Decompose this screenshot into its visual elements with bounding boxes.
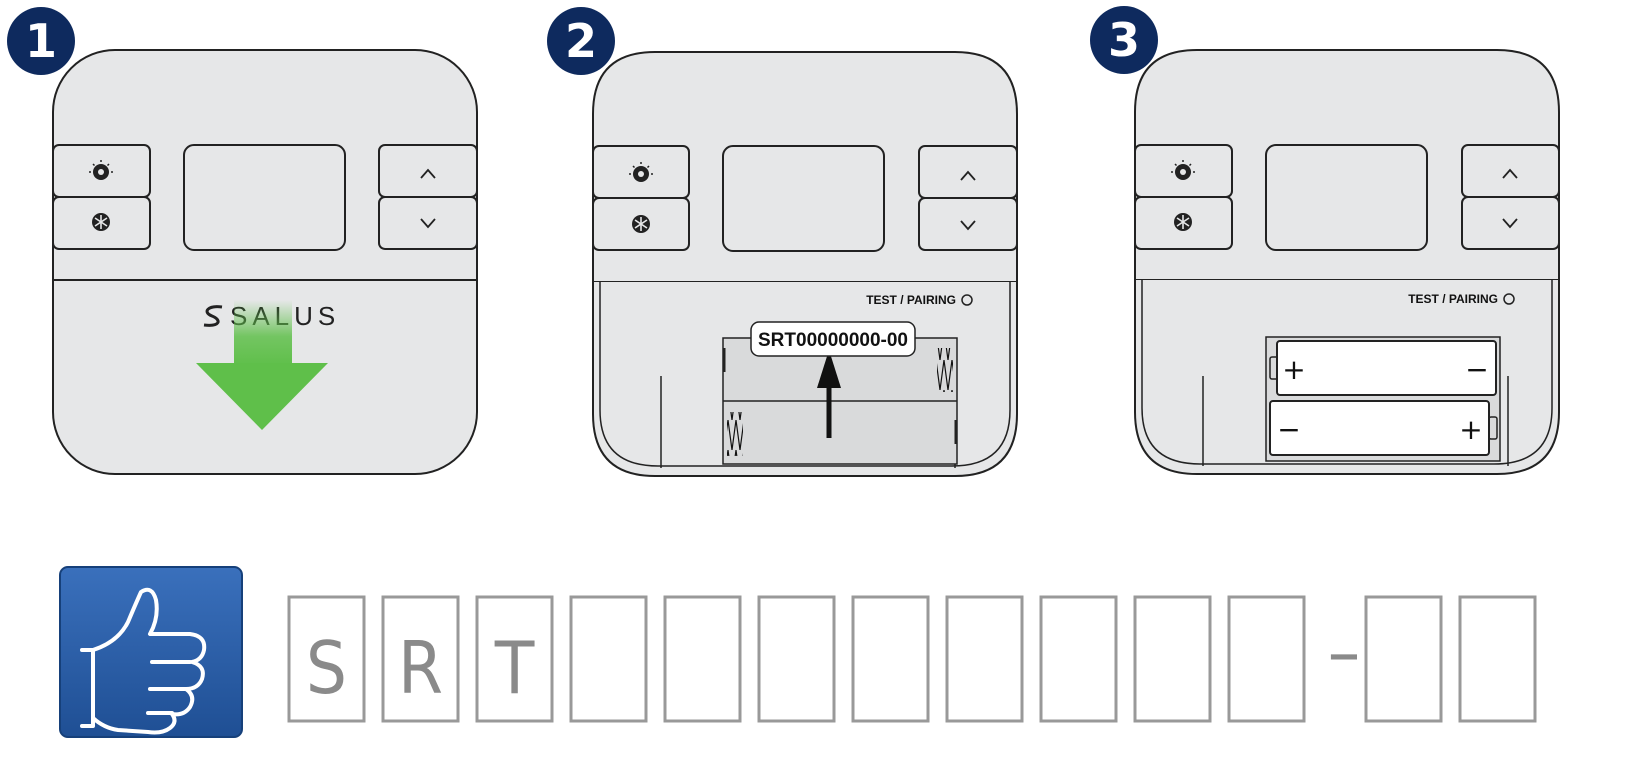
pairing-led-icon: [961, 294, 973, 306]
test-pairing-label: TEST / PAIRING: [866, 293, 956, 307]
down-button: [378, 196, 478, 250]
code-box: [1364, 595, 1443, 723]
chevron-up-icon: [960, 170, 976, 181]
snowflake-icon: [1174, 213, 1192, 231]
step-2-panel: TEST / PAIRING SRT00000000-00 2: [547, 7, 1018, 477]
code-box: [851, 595, 930, 723]
thumbs-up-badge: [59, 566, 243, 738]
spring-contact: [727, 412, 743, 456]
step-3-panel: TEST / PAIRING + − − + 3: [1090, 6, 1560, 475]
inner-base-rim: [599, 282, 1011, 467]
code-box: [1039, 595, 1118, 723]
display-screen: [1265, 144, 1428, 251]
pairing-led-icon: [1503, 293, 1515, 305]
step-1-panel: SALUS 1: [7, 7, 478, 475]
battery-top: + −: [1269, 340, 1497, 396]
code-box: [1458, 595, 1537, 723]
code-box: [757, 595, 836, 723]
code-separator: –: [1328, 610, 1360, 694]
code-box: S: [287, 595, 366, 723]
battery-bottom: − +: [1269, 400, 1498, 456]
code-box-char: T: [494, 626, 535, 710]
battery-compartment: [722, 337, 958, 465]
display-screen: [183, 144, 346, 251]
thumbs-up-icon: [80, 587, 207, 735]
code-box: [569, 595, 648, 723]
chevron-up-icon: [1502, 168, 1518, 179]
code-box: R: [381, 595, 460, 723]
thermostat-body: [52, 49, 478, 475]
chevron-down-icon: [1502, 218, 1518, 229]
plus-icon: +: [1459, 413, 1482, 446]
code-box: [1133, 595, 1212, 723]
code-box-char: S: [306, 626, 347, 710]
battery-compartment: + − − +: [1265, 336, 1501, 462]
step-number: 3: [1108, 13, 1140, 67]
snowflake-icon: [632, 215, 650, 233]
code-box: [945, 595, 1024, 723]
inner-base-rim: [1141, 280, 1553, 465]
code-box: [1227, 595, 1306, 723]
step-number: 2: [565, 14, 597, 68]
serial-label: SRT00000000-00: [758, 330, 908, 351]
serial-label-box: [750, 321, 916, 357]
light-bulb-icon: [629, 162, 653, 182]
snowflake-icon: [92, 213, 110, 231]
code-box: [663, 595, 742, 723]
slide-up-arrow: [817, 350, 841, 438]
step-badge: [7, 7, 75, 75]
light-bulb-icon: [89, 160, 113, 180]
step-badge: [1090, 6, 1158, 74]
light-bulb-icon: [1171, 160, 1195, 180]
minus-icon: −: [1465, 353, 1488, 386]
code-box: T: [475, 595, 554, 723]
step-number: 1: [25, 14, 57, 68]
code-box-char: R: [398, 626, 443, 710]
display-screen: [722, 145, 885, 252]
plus-icon: +: [1282, 353, 1305, 386]
chevron-down-icon: [420, 218, 436, 229]
chevron-down-icon: [960, 220, 976, 231]
down-button: [918, 197, 1018, 251]
step-badge: [547, 7, 615, 75]
minus-icon: −: [1277, 413, 1300, 446]
spring-contact: [937, 348, 953, 392]
chevron-up-icon: [420, 168, 436, 179]
slide-down-arrow: [196, 300, 328, 430]
test-pairing-label: TEST / PAIRING: [1408, 292, 1498, 306]
down-button: [1461, 196, 1560, 250]
